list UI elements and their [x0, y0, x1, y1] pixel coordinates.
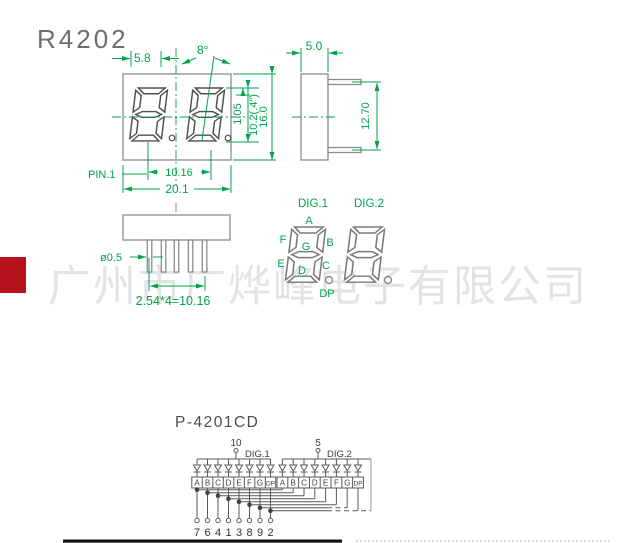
seg-box-label: A	[280, 479, 286, 488]
seg-box-label: F	[247, 479, 252, 488]
bottom-pin	[160, 239, 167, 273]
side-view: 5.0 12.70	[286, 39, 381, 161]
schematic-dig2-label: DIG.2	[327, 449, 352, 460]
dig1-diodes	[193, 458, 275, 478]
seg-box-label: G	[257, 479, 263, 488]
front-view: 5.8 8° 1.05 10.2(.4") 16.0 PIN.1 10	[88, 43, 276, 196]
seg-box-label: D	[226, 479, 232, 488]
bottom-pin	[201, 239, 208, 273]
seg-box-label: E	[323, 479, 328, 488]
dig1-segment-boxes: A B C D E F G DP	[191, 476, 277, 489]
dim-10-16: 10.16	[165, 167, 193, 179]
dp-circle-front-1	[168, 134, 176, 142]
seg-label-a: A	[305, 215, 313, 227]
part-number-title: R4202	[37, 24, 129, 54]
slant-angle-line	[201, 55, 215, 141]
dim-angle: 8°	[197, 43, 209, 57]
seg-box-label: C	[215, 479, 221, 488]
dig1-label: DIG.1	[298, 198, 328, 210]
seg-label-dp: DP	[319, 288, 334, 300]
seg-label-f: F	[280, 234, 287, 246]
bottom-pin-number: 7	[194, 527, 200, 539]
dp-circle-diagram-1	[324, 275, 334, 285]
dp-circle-diagram-2	[383, 275, 393, 285]
bottom-pin-number: 9	[257, 527, 263, 539]
seg-box-label: D	[312, 479, 318, 488]
dim-1-05: 1.05	[232, 103, 244, 124]
seg-box-label: DP	[353, 481, 362, 488]
seg-box-label: DP	[266, 481, 275, 488]
segment-diagram: DIG.1 DIG.2 A F B G E D C DP	[277, 198, 393, 300]
dim-pin-diameter: ø0.5	[100, 252, 122, 264]
seg-box-label: C	[301, 479, 307, 488]
seg-box-label: E	[236, 479, 241, 488]
seg-label-b: B	[326, 237, 333, 249]
bottom-pin-number: 3	[236, 527, 242, 539]
dig2-segment-boxes: A B C D E F G DP	[276, 476, 364, 489]
dim-5-0: 5.0	[306, 39, 323, 53]
bottom-pin-number: 2	[267, 527, 273, 539]
seg-box-label: A	[194, 479, 200, 488]
dig2-diodes	[278, 458, 362, 478]
schematic-dig1-label: DIG.1	[245, 449, 270, 460]
circuit-schematic: P-4201CD 10 DIG.1 5 DIG.2	[175, 414, 372, 539]
seg-box-label: G	[344, 479, 350, 488]
seg-label-e: E	[277, 258, 284, 270]
seg-label-d: D	[298, 265, 306, 277]
seg-label-c: C	[322, 260, 330, 272]
bottom-pin-terminals: 7 6 4 1 3 8 9 2	[194, 517, 274, 539]
red-stamp-block	[0, 257, 26, 293]
schematic-wiring	[194, 487, 371, 518]
seg-box-label: F	[334, 479, 339, 488]
dp-circle-front-2	[224, 134, 232, 142]
bottom-pin	[173, 239, 180, 273]
seg-box-label: B	[205, 479, 210, 488]
pin5-label: 5	[315, 438, 321, 449]
bottom-pin	[146, 239, 153, 273]
dig2-label: DIG.2	[354, 198, 384, 210]
bottom-pin-number: 4	[215, 527, 221, 539]
bottom-pin-number: 8	[246, 527, 252, 539]
bottom-pin	[187, 239, 194, 273]
dim-12-70: 12.70	[360, 102, 372, 130]
dim-5-8: 5.8	[134, 51, 151, 65]
bottom-pin-number: 6	[204, 527, 210, 539]
pin1-label: PIN.1	[88, 169, 116, 181]
bottom-black-bar	[63, 539, 342, 543]
schematic-title: P-4201CD	[175, 414, 259, 431]
dim-16-0: 16.0	[258, 106, 270, 127]
dim-pin-pitch: 2.54*4=10.16	[136, 294, 211, 308]
bottom-pin-number: 1	[225, 527, 231, 539]
seg-label-g: G	[302, 241, 311, 253]
seg-box-label: B	[291, 479, 296, 488]
dim-20-1: 20.1	[165, 182, 189, 196]
pin10-label: 10	[230, 438, 242, 449]
dim-10-2: 10.2(.4")	[248, 94, 260, 136]
bottom-view: ø0.5 2.54*4=10.16	[100, 203, 231, 308]
